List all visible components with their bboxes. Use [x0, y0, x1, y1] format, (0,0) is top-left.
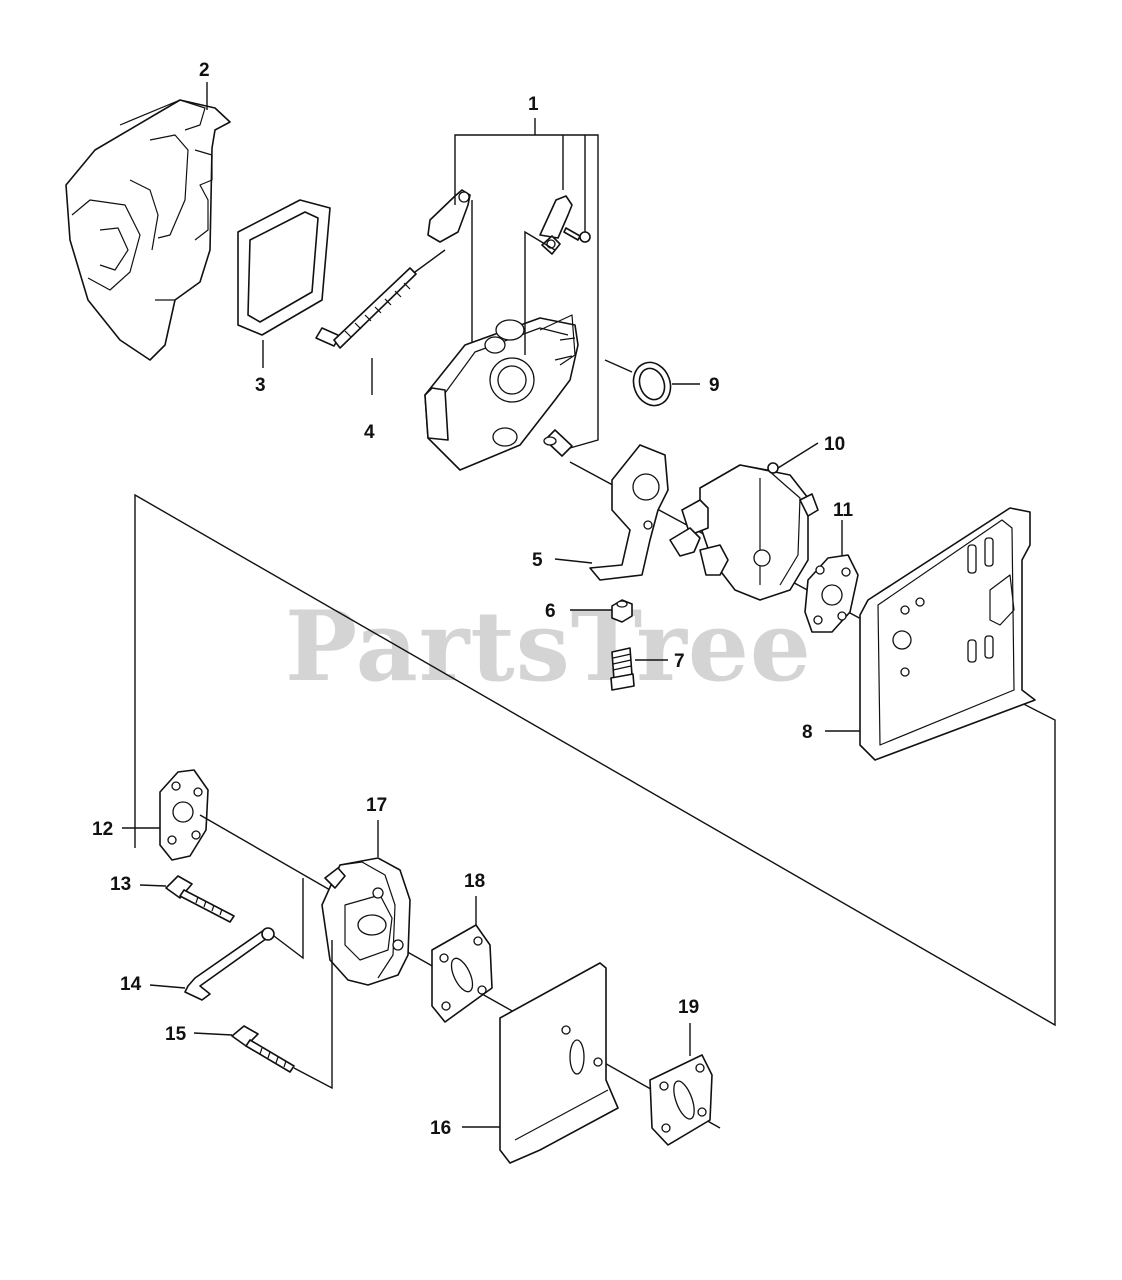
callout-9: 9 [709, 375, 720, 396]
callout-5: 5 [532, 550, 543, 571]
callout-6: 6 [545, 601, 556, 622]
part-17-insulator[interactable] [321, 857, 411, 986]
part-1-choke-lever[interactable] [539, 195, 573, 255]
callout-8: 8 [802, 722, 813, 743]
part-3-filter-element[interactable] [237, 199, 331, 336]
callout-17: 17 [366, 795, 387, 816]
housing-hole-top [495, 319, 525, 341]
part-11-gasket[interactable] [804, 554, 859, 633]
part-8-shield-plate[interactable] [859, 507, 1036, 761]
part-4-long-screw[interactable] [315, 267, 417, 349]
callout-1-leaders [454, 118, 599, 449]
callout-18: 18 [464, 871, 485, 892]
part-7-fitting[interactable] [610, 647, 635, 691]
callout-3: 3 [255, 375, 266, 396]
callout-12: 12 [92, 819, 113, 840]
part-15-screw[interactable] [231, 1025, 295, 1073]
part-9-o-ring[interactable] [628, 357, 677, 411]
callout-16: 16 [430, 1118, 451, 1139]
part-1-bushing[interactable] [543, 429, 573, 457]
callout-7: 7 [674, 651, 685, 672]
assembly-guide-lines [134, 493, 1056, 1027]
part-14-l-rod[interactable] [184, 927, 275, 1001]
callout-11: 11 [833, 500, 854, 521]
callout-2: 2 [199, 60, 210, 81]
callout-14: 14 [120, 974, 142, 995]
callout-1: 1 [528, 94, 539, 115]
part-18-gasket[interactable] [431, 924, 493, 1023]
part-5-bracket[interactable] [589, 444, 669, 581]
part-12-gasket[interactable] [159, 769, 209, 861]
parts-tree-watermark: PartsTree [285, 590, 812, 703]
callout-19: 19 [678, 997, 699, 1018]
part-10-carburetor[interactable] [669, 462, 819, 601]
part-2-filter-cover[interactable] [65, 99, 231, 361]
callout-15: 15 [165, 1024, 187, 1045]
part-1-intake-housing[interactable] [424, 314, 579, 471]
callout-13: 13 [110, 874, 131, 895]
part-19-gasket[interactable] [649, 1054, 713, 1146]
part-1-small-screw[interactable] [563, 227, 591, 243]
part-6-nut[interactable] [611, 599, 633, 623]
part-16-deflector-plate[interactable] [499, 962, 619, 1164]
part-13-screw[interactable] [165, 875, 235, 923]
callout-4: 4 [364, 422, 375, 443]
callout-10: 10 [824, 434, 845, 455]
part-1-choke-flap[interactable] [427, 189, 471, 243]
